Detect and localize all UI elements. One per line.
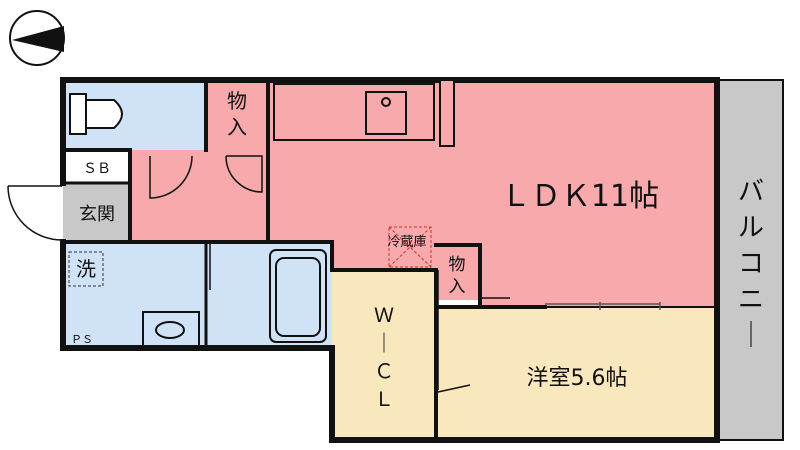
door-swings	[7, 155, 510, 393]
balcony-label-1: バ	[738, 177, 764, 207]
wcl-label-3: Ｃ	[374, 359, 394, 383]
sb-area	[63, 150, 130, 183]
north-arrow-icon	[9, 10, 65, 66]
balcony-label-5: ｜	[738, 321, 764, 351]
storage-mid-label-1: 物	[449, 255, 466, 275]
walls	[60, 77, 720, 443]
balcony-area	[716, 79, 784, 441]
western-room	[436, 307, 717, 440]
balcony-label-4: ニ	[738, 285, 764, 315]
storage-mid	[438, 245, 480, 300]
storage-top-label-1: 物	[227, 89, 247, 113]
entrance-area	[63, 183, 130, 242]
kitchen-counter	[273, 79, 455, 147]
fridge-label: 冷蔵庫	[387, 235, 426, 250]
fridge-icon	[388, 226, 432, 268]
washroom-area	[63, 242, 206, 348]
storage-top-label-2: 入	[227, 115, 247, 139]
storage-mid-label-2: 入	[449, 277, 466, 297]
entrance-label: 玄関	[79, 204, 115, 225]
wash-basin-icon	[142, 311, 200, 347]
wcl-label-1: Ｗ	[374, 303, 394, 327]
western-room-label: 洋室5.6帖	[527, 366, 628, 391]
ldk-room	[268, 80, 717, 307]
toilet-icon	[69, 93, 123, 135]
balcony-label-3: コ	[738, 249, 764, 279]
hallway	[130, 150, 268, 242]
sb-label: ＳＢ	[83, 161, 111, 177]
ldk-label: ＬＤＫ11帖	[501, 179, 659, 214]
balcony-label-2: ル	[738, 213, 764, 243]
wcl-room	[332, 270, 436, 440]
washroom-label: 洗	[76, 257, 96, 281]
bathtub-icon	[269, 249, 327, 343]
wcl-label-2: ｜	[374, 331, 394, 355]
wcl-label-4: Ｌ	[374, 387, 394, 411]
ps-label: ＰＳ	[71, 333, 93, 346]
sliding-door	[545, 302, 661, 310]
storage-top	[206, 80, 268, 150]
washer-icon	[68, 251, 104, 287]
